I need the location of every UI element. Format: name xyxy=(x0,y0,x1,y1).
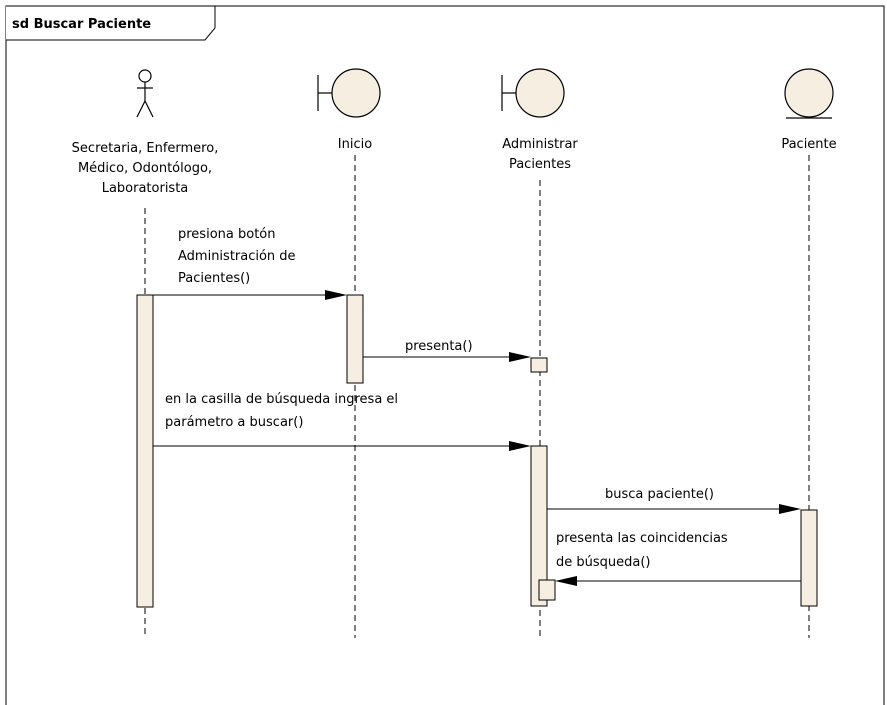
admin-label-line-2: Pacientes xyxy=(509,157,571,172)
inicio-label: Inicio xyxy=(338,137,372,152)
frame-title: sd Buscar Paciente xyxy=(12,17,151,32)
arrowhead-5 xyxy=(555,576,577,586)
message-3-line-2: parámetro a buscar() xyxy=(165,415,303,430)
activation-inicio xyxy=(346,294,364,384)
actor-label-line-2: Médico, Odontólogo, xyxy=(78,161,212,176)
message-5-line-1: presenta las coincidencias xyxy=(556,531,728,546)
actor-icon xyxy=(136,69,154,118)
activation-paciente xyxy=(800,509,818,607)
actor-label-line-1: Secretaria, Enfermero, xyxy=(72,141,219,156)
message-5-line-2: de búsqueda() xyxy=(556,555,651,570)
arrowhead-4 xyxy=(779,504,801,514)
activation-actor xyxy=(136,294,154,608)
paciente-label: Paciente xyxy=(781,137,836,152)
message-2-line-1: presenta() xyxy=(405,339,473,354)
activation-admin xyxy=(530,445,548,607)
message-1-line-1: presiona botón xyxy=(178,227,275,242)
message-4-line-1: busca paciente() xyxy=(605,487,714,502)
arrowhead-2 xyxy=(509,352,531,362)
boundary-icon-admin xyxy=(501,68,565,118)
admin-label-line-1: Administrar xyxy=(502,137,578,152)
activation-admin-return xyxy=(538,579,556,601)
message-1-line-2: Administración de xyxy=(178,249,296,264)
arrowhead-3 xyxy=(509,441,531,451)
message-3-line-1: en la casilla de búsqueda ingresa el xyxy=(165,392,398,407)
arrowhead-1 xyxy=(325,290,347,300)
activation-admin-presenta xyxy=(530,357,548,373)
entity-icon-paciente xyxy=(784,68,834,119)
boundary-icon-inicio xyxy=(317,68,381,118)
frame-title-tab xyxy=(6,5,216,41)
actor-label-line-3: Laboratorista xyxy=(102,181,189,196)
message-1-line-3: Pacientes() xyxy=(178,271,250,286)
